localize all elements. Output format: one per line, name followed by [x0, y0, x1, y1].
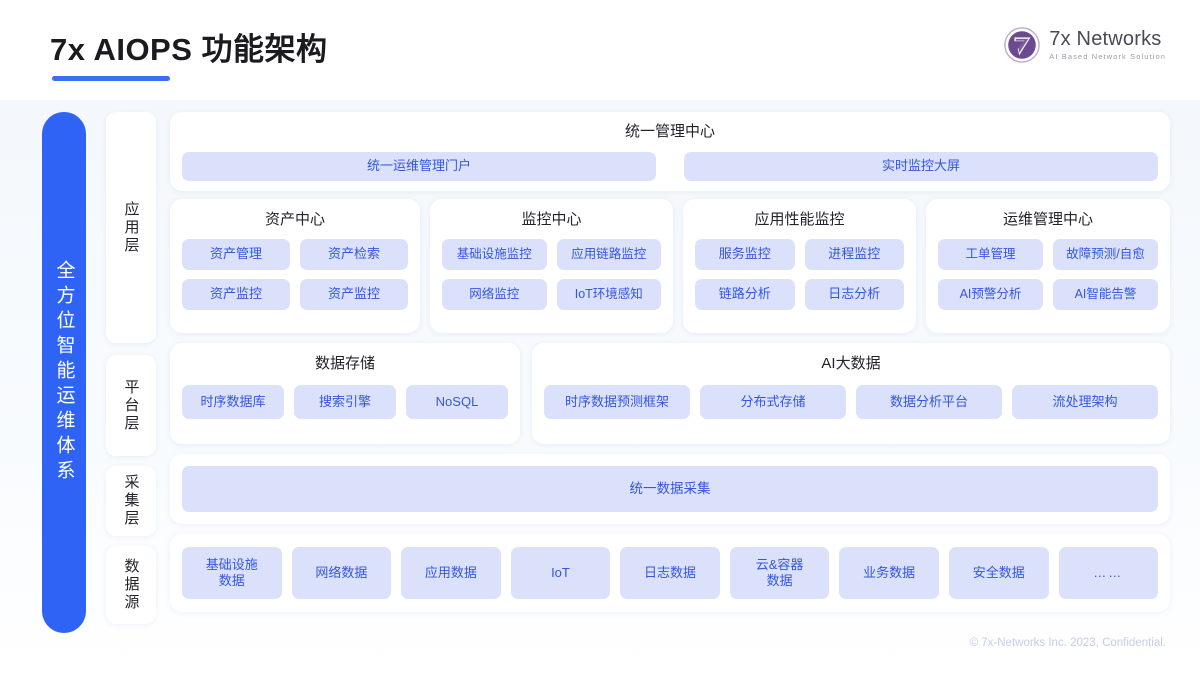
collection-layer-panel: 统一数据采集	[170, 454, 1170, 524]
chip-asset-monitor-1[interactable]: 资产监控	[182, 279, 290, 310]
data-source-layer-panel: 基础设施数据 网络数据 应用数据 IoT 日志数据 云&容器数据 业务数据 安全…	[170, 534, 1170, 612]
chip-application-data[interactable]: 应用数据	[401, 547, 501, 599]
chip-asset-search[interactable]: 资产检索	[300, 239, 408, 270]
unified-management-center-panel: 统一管理中心 统一运维管理门户 实时监控大屏	[170, 112, 1170, 191]
chip-ticket-management[interactable]: 工单管理	[938, 239, 1043, 270]
chip-timeseries-database[interactable]: 时序数据库	[182, 385, 284, 419]
chip-business-data[interactable]: 业务数据	[839, 547, 939, 599]
panel-title: 监控中心	[521, 211, 582, 228]
layer-label-text: 数据源	[122, 558, 140, 612]
platform-card-data-storage: 数据存储 时序数据库 搜索引擎 NoSQL	[170, 343, 520, 444]
layer-label-text: 平台层	[122, 378, 140, 433]
management-chip-row: 统一运维管理门户 实时监控大屏	[182, 152, 1158, 181]
vertical-spine-banner: 全方位智能运维体系	[42, 112, 86, 633]
chip-search-engine[interactable]: 搜索引擎	[294, 385, 396, 419]
layer-label-platform: 平台层	[106, 355, 156, 456]
chip-infrastructure-monitor[interactable]: 基础设施监控	[442, 239, 547, 270]
chip-trace-analysis[interactable]: 链路分析	[695, 279, 795, 310]
chip-realtime-monitor-wall[interactable]: 实时监控大屏	[684, 152, 1158, 181]
panel-title: 数据存储	[314, 355, 375, 372]
chip-nosql[interactable]: NoSQL	[406, 385, 508, 419]
chip-service-monitor[interactable]: 服务监控	[695, 239, 795, 270]
app-card-apm: 应用性能监控 服务监控 进程监控 链路分析 日志分析	[683, 199, 916, 333]
chip-process-monitor[interactable]: 进程监控	[804, 239, 904, 270]
chip-log-analysis[interactable]: 日志分析	[804, 279, 904, 310]
layer-label-datasource: 数据源	[106, 546, 156, 624]
title-underline-rule	[52, 76, 170, 81]
chip-asset-management[interactable]: 资产管理	[182, 239, 290, 270]
logo-text-block: 7x Networks AI Based Network Solution	[1049, 29, 1166, 61]
page-title: 7x AIOPS 功能架构	[50, 32, 328, 67]
platform-card-ai-bigdata: AI大数据 时序数据预测框架 分布式存储 数据分析平台 流处理架构	[532, 343, 1170, 444]
chip-more-ellipsis[interactable]: ……	[1058, 547, 1159, 599]
architecture-canvas: 全方位智能运维体系 应用层 平台层 采集层 数据源 统一管理中心 统一运维管理门…	[0, 100, 1200, 675]
layer-label-text: 应用层	[122, 200, 140, 255]
chip-ai-early-warning-analysis[interactable]: AI预警分析	[938, 279, 1043, 310]
app-card-asset-center: 资产中心 资产管理 资产检索 资产监控 资产监控	[170, 199, 420, 333]
spine-label: 全方位智能运维体系	[53, 260, 75, 485]
platform-chip-row: 时序数据库 搜索引擎 NoSQL	[182, 385, 508, 419]
chip-infrastructure-data[interactable]: 基础设施数据	[182, 547, 282, 599]
chip-stream-processing-architecture[interactable]: 流处理架构	[1012, 385, 1158, 419]
chip-unified-data-collection[interactable]: 统一数据采集	[182, 466, 1158, 512]
chip-data-analytics-platform[interactable]: 数据分析平台	[856, 385, 1002, 419]
chip-network-data[interactable]: 网络数据	[291, 547, 392, 599]
app-card-monitoring-center: 监控中心 基础设施监控 应用链路监控 网络监控 IoT环境感知	[430, 199, 673, 333]
panel-title: 资产中心	[264, 211, 325, 228]
app-card-ops-management-center: 运维管理中心 工单管理 故障预测/自愈 AI预警分析 AI智能告警	[926, 199, 1170, 333]
footer-copyright: © 7x-Networks Inc. 2023, Confidential.	[969, 637, 1166, 649]
chip-security-data[interactable]: 安全数据	[948, 547, 1049, 599]
chip-iot-data[interactable]: IoT	[510, 547, 611, 599]
layer-label-text: 采集层	[122, 474, 140, 528]
chip-distributed-storage[interactable]: 分布式存储	[700, 385, 846, 419]
app-chip-grid: 资产管理 资产检索 资产监控 资产监控	[182, 239, 408, 310]
chip-unified-ops-portal[interactable]: 统一运维管理门户	[182, 152, 656, 181]
panel-title: AI大数据	[821, 355, 881, 372]
logo-company-name: 7x Networks	[1049, 28, 1162, 51]
panel-title: 统一管理中心	[624, 123, 715, 140]
slide-header: 7x AIOPS 功能架构 7x Networks AI Based Netwo…	[0, 0, 1200, 100]
layer-label-column: 应用层 平台层 采集层 数据源	[106, 112, 156, 633]
platform-chip-row: 时序数据预测框架 分布式存储 数据分析平台 流处理架构	[544, 385, 1158, 419]
chip-iot-environment-sensing[interactable]: IoT环境感知	[556, 279, 661, 310]
data-source-chip-row: 基础设施数据 网络数据 应用数据 IoT 日志数据 云&容器数据 业务数据 安全…	[182, 547, 1159, 599]
panel-title: 运维管理中心	[1002, 211, 1093, 228]
app-chip-grid: 基础设施监控 应用链路监控 网络监控 IoT环境感知	[442, 239, 661, 310]
layer-label-application: 应用层	[106, 112, 156, 343]
chip-timeseries-forecast-framework[interactable]: 时序数据预测框架	[544, 385, 690, 419]
app-chip-grid: 工单管理 故障预测/自愈 AI预警分析 AI智能告警	[938, 239, 1158, 310]
panel-title: 应用性能监控	[754, 211, 845, 228]
chip-asset-monitor-2[interactable]: 资产监控	[300, 279, 408, 310]
chip-cloud-container-data[interactable]: 云&容器数据	[729, 547, 830, 599]
chip-network-monitor[interactable]: 网络监控	[442, 279, 547, 310]
seven-x-mark-icon	[1004, 27, 1041, 63]
chip-fault-prediction-selfheal[interactable]: 故障预测/自愈	[1053, 239, 1158, 270]
logo-tagline: AI Based Network Solution	[1049, 52, 1166, 62]
chip-ai-intelligent-alarm[interactable]: AI智能告警	[1053, 279, 1158, 310]
chip-app-trace-monitor[interactable]: 应用链路监控	[556, 239, 661, 270]
layer-label-collection: 采集层	[106, 466, 156, 536]
chip-log-data[interactable]: 日志数据	[620, 547, 720, 599]
company-logo: 7x Networks AI Based Network Solution	[1003, 26, 1166, 64]
app-chip-grid: 服务监控 进程监控 链路分析 日志分析	[695, 239, 904, 310]
